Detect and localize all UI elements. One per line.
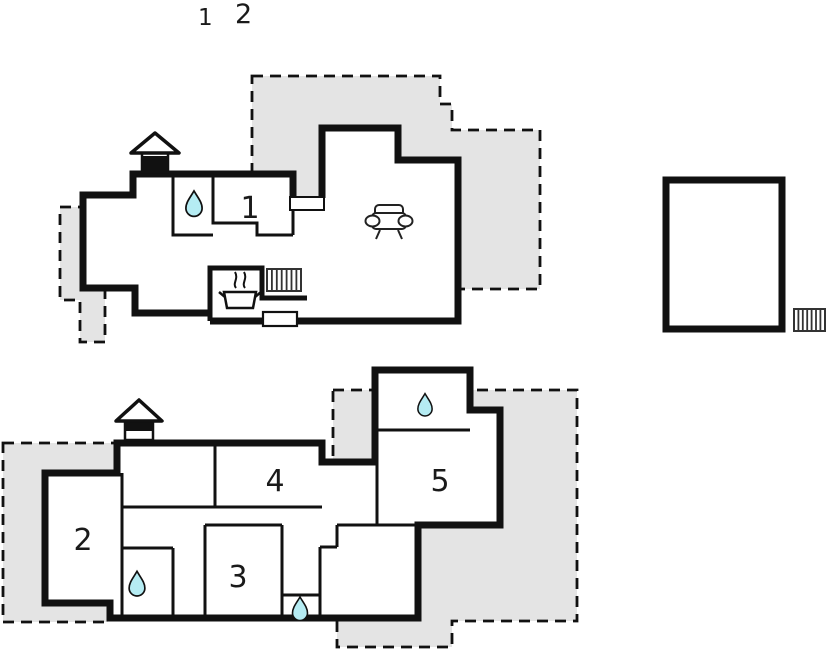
lower-floor-inner-walls — [120, 428, 470, 618]
room-label-3: 3 — [228, 560, 247, 595]
room-label-5: 5 — [430, 464, 449, 499]
lower-floor-outer-walls — [41, 366, 504, 622]
floor-label-1: 1 — [198, 5, 213, 31]
entrance-icon-lower — [114, 398, 164, 442]
room-label-4: 4 — [265, 464, 284, 499]
door-opening-icon — [261, 310, 299, 328]
floor-label-2: 2 — [235, 0, 252, 30]
room-label-1: 1 — [240, 191, 259, 226]
outbuilding — [662, 176, 826, 333]
kitchen-walls — [207, 265, 307, 321]
water-drop-icon-upper-bath — [417, 392, 433, 417]
stairs-icon — [266, 268, 302, 292]
stove-icon — [218, 271, 262, 310]
room-label-2: 2 — [73, 523, 92, 558]
entrance-icon — [129, 131, 181, 174]
upper-floor-inner-walls — [171, 174, 295, 237]
water-drop-icon-left-bath — [128, 569, 146, 597]
lower-floor-plan: 2 3 4 5 — [41, 366, 504, 622]
water-drop-icon-small-bath — [291, 595, 309, 622]
upper-floor-plan: 1 — [79, 124, 462, 328]
water-drop-icon — [185, 189, 203, 218]
stairs-icon-right — [793, 308, 826, 332]
sofa-icon — [364, 204, 414, 240]
window-opening-icon — [289, 196, 325, 211]
lower-floor-interior — [45, 370, 500, 618]
upper-floor-outer-walls — [79, 124, 462, 325]
outbuilding-walls — [662, 176, 786, 333]
